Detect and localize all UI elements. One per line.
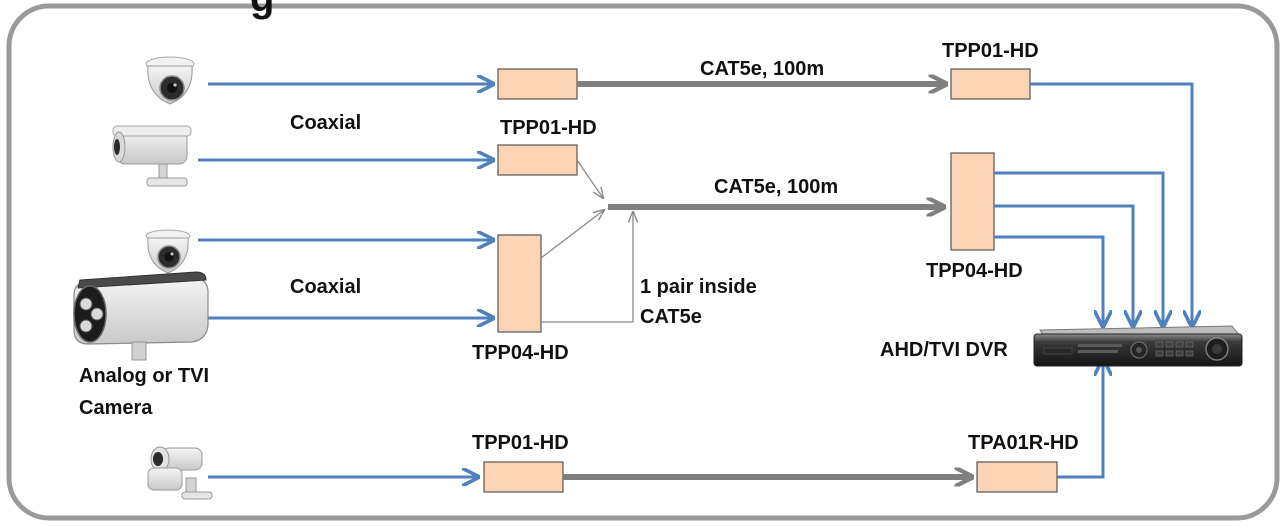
thin-line-pair-inside [541,212,633,323]
camera-caption-line2: Camera [79,397,153,419]
frame-border [6,3,1280,521]
thin-line-tpp01-to-junction [576,159,603,198]
output-line-tpp04-3 [994,235,1103,326]
device-label-tpp01-top-right: TPP01-HD [942,40,1039,62]
dvr-icon [1033,325,1243,367]
coaxial-label-mid: Coaxial [290,276,362,298]
output-line-row1 [1030,82,1192,326]
output-line-tpp04-1 [994,171,1163,326]
tpp01-box-row2 [497,144,578,176]
thin-line-tpp04-to-junction [540,210,604,259]
dvr-label: AHD/TVI DVR [880,339,1008,361]
pair-inside-label-line2: CAT5e [640,306,702,328]
output-line-tpa01r [1057,360,1103,479]
bullet-camera-icon [112,125,192,187]
coaxial-label-top: Coaxial [290,112,362,134]
page-title-fragment: g [250,0,274,18]
tpp01-box-row5 [483,461,564,493]
output-line-tpp04-2 [994,204,1133,326]
bullet-camera-icon [147,446,213,500]
device-label-tpp01-row2: TPP01-HD [500,117,597,139]
dome-camera-icon [145,229,191,274]
tpp01-box-row1-left [497,68,578,100]
pair-inside-label-line1: 1 pair inside [640,276,757,298]
cable-label-row1: CAT5e, 100m [700,58,825,80]
cable-label-row2: CAT5e, 100m [714,176,839,198]
device-label-tpp01-bottom: TPP01-HD [472,432,569,454]
device-label-tpa01r: TPA01R-HD [968,432,1079,454]
device-label-tpp04-left: TPP04-HD [472,342,569,364]
camera-caption-line1: Analog or TVI [79,365,209,387]
tpp04-box-right [950,152,995,251]
dome-camera-icon [145,56,195,105]
ir-bullet-camera-icon [73,271,209,361]
tpp04-box-left [497,234,542,333]
tpa01r-box-row5 [976,461,1058,493]
device-label-tpp04-right: TPP04-HD [926,260,1023,282]
tpp01-box-row1-right [950,68,1031,100]
